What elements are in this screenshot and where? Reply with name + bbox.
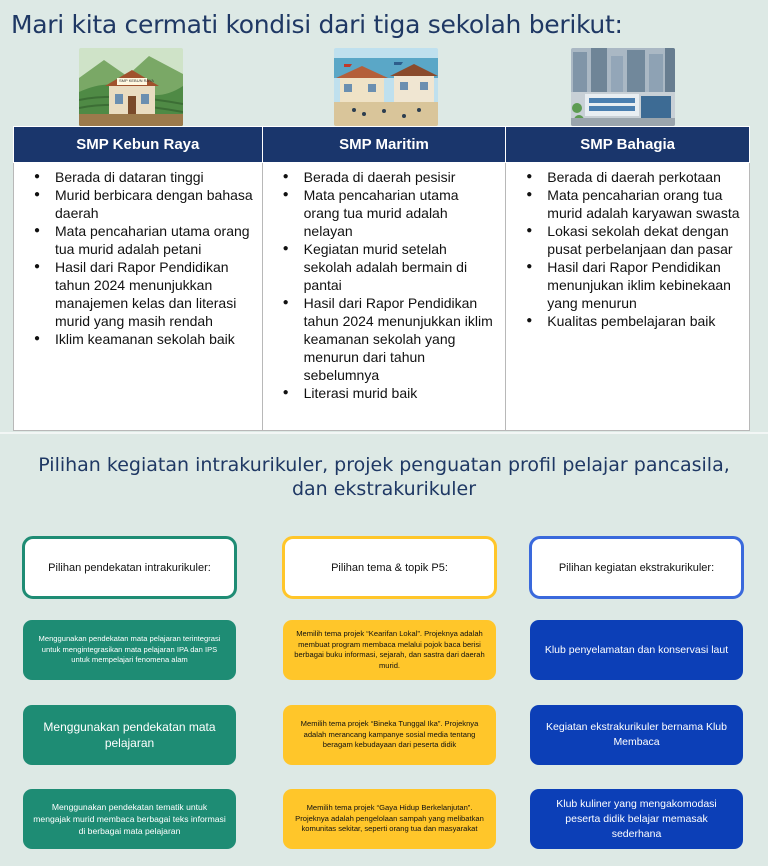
ekstrakurikuler-option-1[interactable]: Klub penyelamatan dan konservasi laut	[530, 620, 743, 680]
coastal-school-image	[334, 48, 438, 126]
option-text: Memilih tema projek “Bineka Tunggal Ika”…	[300, 719, 479, 750]
list-item: Berada di daerah perkotaan	[512, 168, 741, 186]
city-school-image	[571, 48, 675, 126]
school-sign: SMP KEBUN RAYA	[119, 78, 154, 83]
section-subtitle: Pilihan kegiatan intrakurikuler, projek …	[38, 454, 730, 500]
schools-table: SMP Kebun Raya SMP Maritim SMP Bahagia B…	[13, 126, 750, 431]
intrakurikuler-option-2[interactable]: Menggunakan pendekatan mata pelajaran	[23, 705, 236, 765]
intrakurikuler-header-label: Pilihan pendekatan intrakurikuler:	[48, 561, 211, 574]
option-text: Kegiatan ekstrakurikuler bernama Klub Me…	[546, 721, 727, 748]
section-divider	[0, 432, 768, 434]
list-item: Iklim keamanan sekolah baik	[20, 330, 254, 348]
list-item: Kualitas pembelajaran baik	[512, 312, 741, 330]
school-header-bahagia: SMP Bahagia	[505, 126, 750, 163]
school-details-maritim: Berada di daerah pesisir Mata pencaharia…	[261, 162, 507, 431]
option-text: Klub penyelamatan dan konservasi laut	[544, 643, 729, 656]
option-text: Menggunakan pendekatan mata pelajaran	[43, 720, 216, 750]
p5-option-3[interactable]: Memilih tema projek “Gaya Hidup Berkelan…	[283, 789, 496, 849]
list-item: Lokasi sekolah dekat dengan pusat perbel…	[512, 222, 741, 258]
list-item: Mata pencaharian orang tua murid adalah …	[512, 186, 741, 222]
p5-header: Pilihan tema & topik P5:	[282, 536, 497, 599]
school-details-kebun-raya: Berada di dataran tinggi Murid berbicara…	[13, 162, 263, 431]
list-item: Berada di dataran tinggi	[20, 168, 254, 186]
list-item: Literasi murid baik	[269, 384, 498, 402]
option-text: Memilih tema projek “Kearifan Lokal”. Pr…	[294, 629, 485, 670]
ekstrakurikuler-header: Pilihan kegiatan ekstrakurikuler:	[529, 536, 744, 599]
option-text: Klub kuliner yang mengakomodasi peserta …	[556, 797, 717, 840]
option-text: Memilih tema projek “Gaya Hidup Berkelan…	[295, 803, 484, 834]
school-header-kebun-raya: SMP Kebun Raya	[13, 126, 263, 163]
p5-header-label: Pilihan tema & topik P5:	[331, 561, 448, 574]
village-school-image: SMP KEBUN RAYA	[79, 48, 183, 126]
list-item: Kegiatan murid setelah sekolah adalah be…	[269, 240, 498, 294]
list-item: Berada di daerah pesisir	[269, 168, 498, 186]
option-text: Menggunakan pendekatan mata pelajaran te…	[38, 634, 221, 665]
list-item: Hasil dari Rapor Pendidikan menunjukan i…	[512, 258, 741, 312]
ekstrakurikuler-option-2[interactable]: Kegiatan ekstrakurikuler bernama Klub Me…	[530, 705, 743, 765]
school-header-maritim: SMP Maritim	[261, 126, 507, 163]
ekstrakurikuler-header-label: Pilihan kegiatan ekstrakurikuler:	[558, 561, 715, 574]
intrakurikuler-header: Pilihan pendekatan intrakurikuler:	[22, 536, 237, 599]
list-item: Mata pencaharian utama orang tua murid a…	[269, 186, 498, 240]
intrakurikuler-option-1[interactable]: Menggunakan pendekatan mata pelajaran te…	[23, 620, 236, 680]
list-item: Murid berbicara dengan bahasa daerah	[20, 186, 254, 222]
p5-option-1[interactable]: Memilih tema projek “Kearifan Lokal”. Pr…	[283, 620, 496, 680]
school-details-bahagia: Berada di daerah perkotaan Mata pencahar…	[505, 162, 750, 431]
list-item: Hasil dari Rapor Pendidikan tahun 2024 m…	[20, 258, 254, 330]
intrakurikuler-option-3[interactable]: Menggunakan pendekatan tematik untuk men…	[23, 789, 236, 849]
page-title: Mari kita cermati kondisi dari tiga seko…	[11, 10, 623, 39]
list-item: Mata pencaharian utama orang tua murid a…	[20, 222, 254, 258]
list-item: Hasil dari Rapor Pendidikan tahun 2024 m…	[269, 294, 498, 384]
p5-option-2[interactable]: Memilih tema projek “Bineka Tunggal Ika”…	[283, 705, 496, 765]
ekstrakurikuler-option-3[interactable]: Klub kuliner yang mengakomodasi peserta …	[530, 789, 743, 849]
option-text: Menggunakan pendekatan tematik untuk men…	[33, 802, 226, 836]
